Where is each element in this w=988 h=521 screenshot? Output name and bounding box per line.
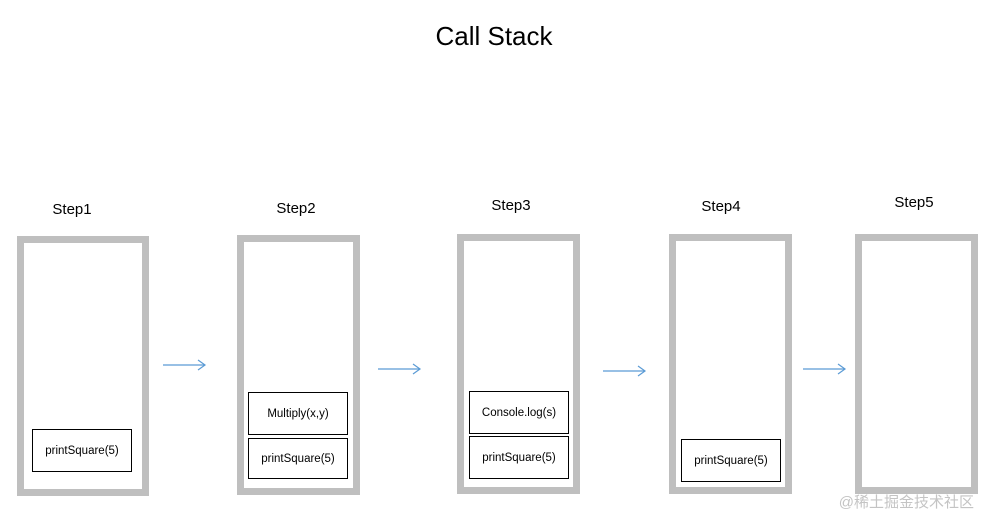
watermark: @稀土掘金技术社区	[838, 494, 974, 511]
arrow-3-icon	[603, 365, 647, 377]
step-5-label: Step5	[894, 194, 934, 211]
step-2-stack: Multiply(x,y) printSquare(5)	[237, 235, 360, 495]
step-3-stack: Console.log(s) printSquare(5)	[457, 234, 580, 494]
step-5-stack	[855, 234, 978, 494]
step-4-label: Step4	[701, 198, 741, 215]
step-3-frame-1: Console.log(s)	[469, 391, 569, 434]
step-2-frame-1: Multiply(x,y)	[248, 392, 348, 435]
step-3-label: Step3	[491, 197, 531, 214]
step-1-label: Step1	[52, 201, 92, 218]
step-4-stack: printSquare(5)	[669, 234, 792, 494]
step-3-frame-2: printSquare(5)	[469, 436, 569, 479]
arrow-2-icon	[378, 363, 422, 375]
step-1-stack: printSquare(5)	[17, 236, 149, 496]
step-2-frame-2: printSquare(5)	[248, 438, 348, 479]
arrow-4-icon	[803, 363, 847, 375]
step-4-frame-1: printSquare(5)	[681, 439, 781, 482]
step-1-frame-1: printSquare(5)	[32, 429, 132, 472]
arrow-1-icon	[163, 359, 207, 371]
step-2-label: Step2	[276, 200, 316, 217]
diagram-title: Call Stack	[435, 21, 553, 51]
